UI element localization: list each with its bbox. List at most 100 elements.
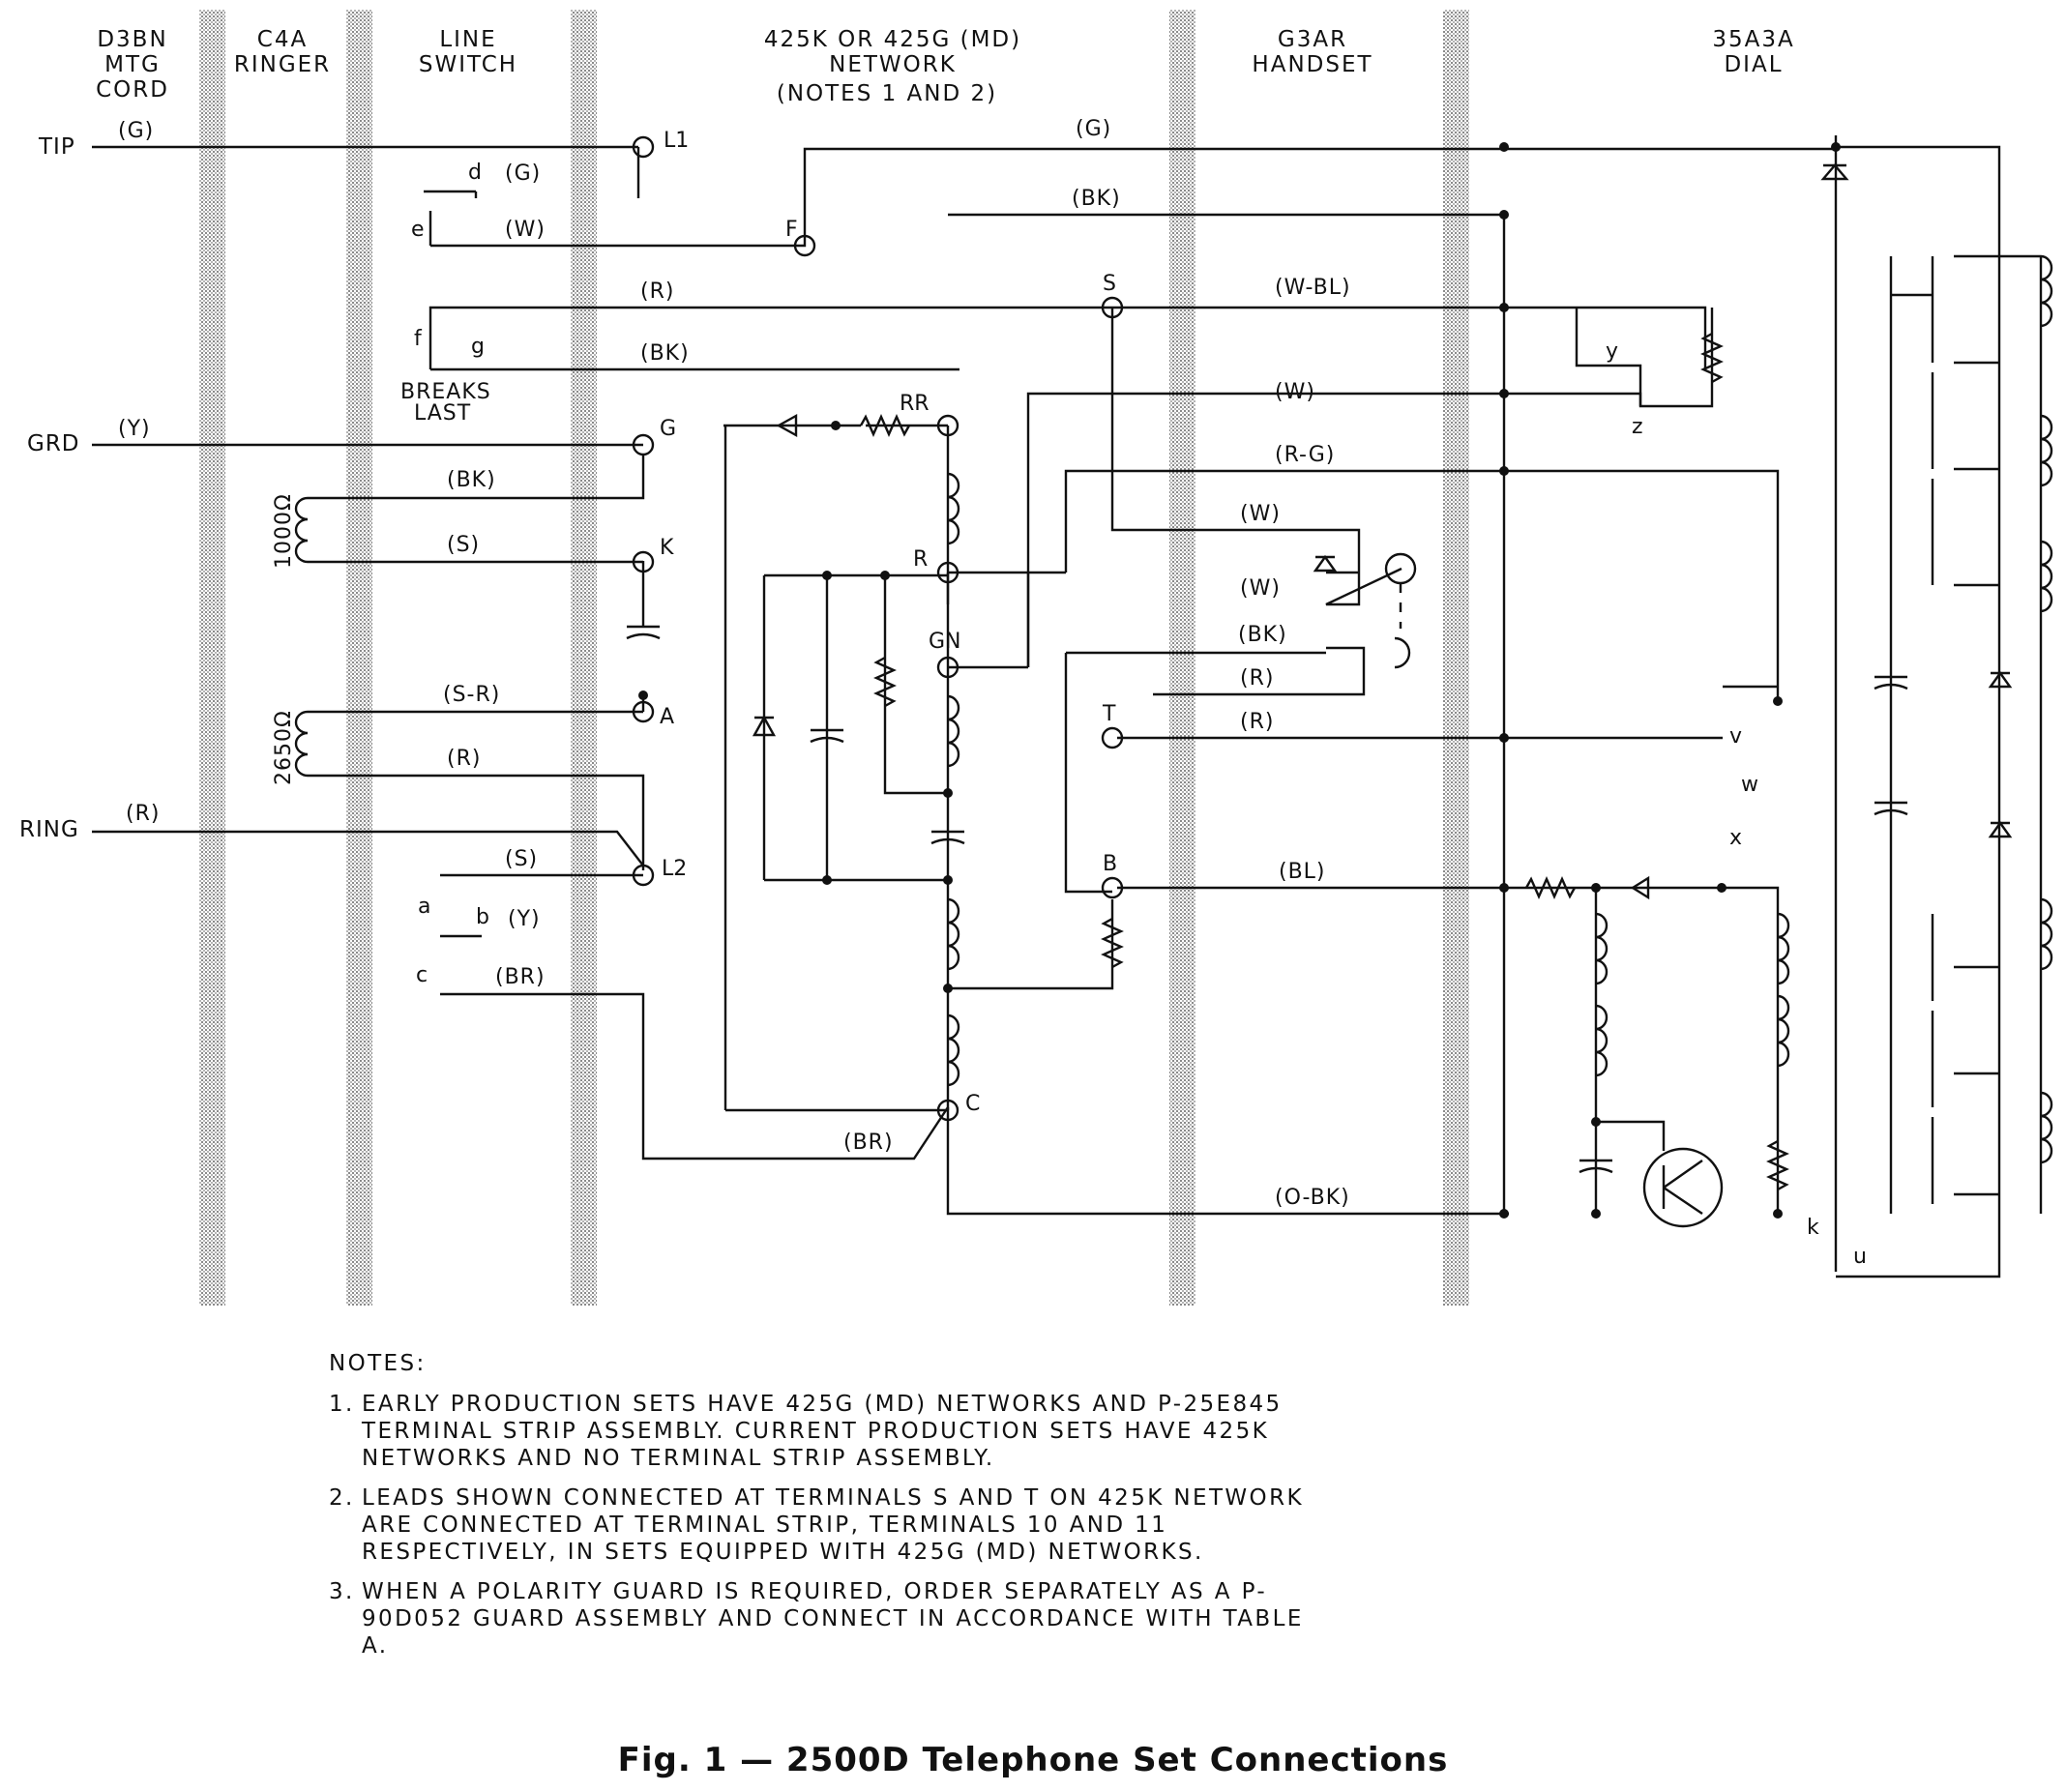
junction-dot (1499, 142, 1509, 152)
dial-spring-coils (2040, 254, 2053, 1164)
wire-ringer-top: (BK) (447, 468, 496, 492)
contact-c: c (416, 963, 428, 987)
resistor-b (1101, 917, 1124, 969)
capacitor-network-b (930, 830, 965, 845)
ringer-top-wire (308, 455, 645, 500)
column-headers: D3BN MTG CORD C4A RINGER LINE SWITCH 425… (96, 27, 1793, 106)
junction-dot (1591, 1209, 1601, 1219)
junction-dot (1499, 303, 1509, 312)
junction-dot (1831, 142, 1841, 152)
header-cord-1: D3BN (97, 27, 167, 52)
terminal-label-a: A (660, 705, 674, 729)
contact-a: a (418, 895, 430, 919)
receiver-leads (1325, 528, 1402, 606)
terminal-s (1101, 296, 1124, 319)
dial-coil-right (1777, 912, 1790, 1068)
contact-w: w (1741, 773, 1758, 797)
network-polarity-loop (723, 426, 948, 1112)
divider-band (571, 10, 597, 1306)
tip-label: TIP (38, 134, 75, 160)
contact-d: d (468, 161, 482, 185)
network-internal-loops (762, 573, 948, 882)
wire-gn-w: (W) (1275, 380, 1315, 404)
varistor-dial-top (1820, 163, 1849, 181)
junctions (638, 142, 1841, 1219)
contact-z: z (1632, 415, 1643, 439)
terminal-c (936, 1099, 959, 1122)
header-network-2: NETWORK (829, 52, 957, 77)
column-dividers (199, 10, 1469, 1306)
switch-c-wire (440, 992, 950, 1160)
junction-dot (822, 875, 832, 885)
junction-dot (1591, 883, 1601, 893)
wire-dial-g: (G) (1076, 117, 1111, 141)
b-resistor-to-network (948, 899, 1114, 990)
junction-dot (943, 875, 953, 885)
wire-switch-b: (Y) (508, 907, 541, 931)
wire-grd-y: (Y) (118, 417, 151, 441)
transducers (1384, 552, 1724, 1228)
junction-dot (1591, 1117, 1601, 1127)
ringer-coil-2650 (294, 710, 309, 778)
dial-spring-rails (1889, 254, 2043, 1214)
junction-dot (1499, 389, 1509, 398)
header-cord-2: MTG (104, 52, 161, 77)
transmitter-unit (1394, 636, 1411, 669)
terminal-rr (936, 414, 959, 437)
gn-w-wire (1026, 392, 1642, 667)
terminal-label-b: B (1103, 852, 1117, 876)
wire-t-r: (R) (1240, 710, 1274, 734)
junction-dot (1499, 733, 1509, 743)
varistor-network (752, 715, 777, 737)
divider-band (346, 10, 372, 1306)
capacitor-dial (1579, 1159, 1613, 1174)
terminal-label-g: G (660, 417, 676, 441)
note-text: EARLY PRODUCTION SETS HAVE 425G (MD) NET… (362, 1392, 1283, 1471)
wire-switch-g: (BK) (640, 341, 690, 366)
contact-e: e (411, 218, 425, 242)
wire-tx-r1: (R) (1240, 666, 1274, 690)
terminal-label-l2: L2 (662, 857, 687, 881)
contact-b: b (476, 905, 489, 929)
notes-section: NOTES: 1. EARLY PRODUCTION SETS HAVE 425… (329, 1350, 1393, 1672)
figure-caption: Fig. 1 — 2500D Telephone Set Connections (617, 1741, 1449, 1779)
capacitor-ringer (626, 625, 661, 640)
terminal-g (632, 433, 655, 456)
varistor-receiver (1313, 554, 1338, 573)
note-item: 3. WHEN A POLARITY GUARD IS REQUIRED, OR… (329, 1578, 1393, 1660)
terminal-t (1101, 726, 1124, 749)
annotation-last: LAST (414, 401, 471, 426)
varistor-bl (1630, 875, 1650, 900)
junction-dot (1499, 210, 1509, 220)
network-r-wire (946, 571, 1066, 669)
b-bl-wire (1117, 886, 1780, 914)
header-cord-3: CORD (96, 77, 169, 103)
line-leads: TIP GRD RING (19, 134, 80, 842)
note-text: WHEN A POLARITY GUARD IS REQUIRED, ORDER… (362, 1579, 1304, 1659)
dial-coil-left (1595, 912, 1609, 1077)
wire-rec-w2: (W) (1240, 576, 1281, 601)
terminal-gn (936, 656, 959, 679)
header-ringer-2: RINGER (234, 52, 331, 77)
ring-label: RING (19, 817, 79, 842)
wire-ringer-k: (S) (447, 533, 480, 557)
contact-v: v (1729, 724, 1742, 749)
header-handset-1: G3AR (1278, 27, 1347, 52)
wire-rg: (R-G) (1275, 443, 1335, 467)
grd-label: GRD (27, 431, 80, 456)
network-coil-c (947, 1014, 960, 1087)
note-number: 3. (329, 1579, 355, 1604)
wire-ring-r: (R) (126, 802, 160, 826)
resistors (859, 332, 1789, 1191)
junction-dot (943, 984, 953, 993)
junction-dot (1773, 1209, 1783, 1219)
annotation-r2650: 2650Ω (272, 710, 296, 785)
transistor-leads (1662, 1160, 1703, 1215)
t-r-wire (1117, 685, 1778, 740)
switch-d-wire (424, 190, 478, 198)
terminal-b (1101, 876, 1124, 899)
network-coil-rr (947, 472, 960, 545)
header-network-3: (NOTES 1 AND 2) (777, 81, 997, 106)
terminal-label-r: R (913, 547, 928, 572)
wire-tx-bk: (BK) (1238, 623, 1287, 647)
